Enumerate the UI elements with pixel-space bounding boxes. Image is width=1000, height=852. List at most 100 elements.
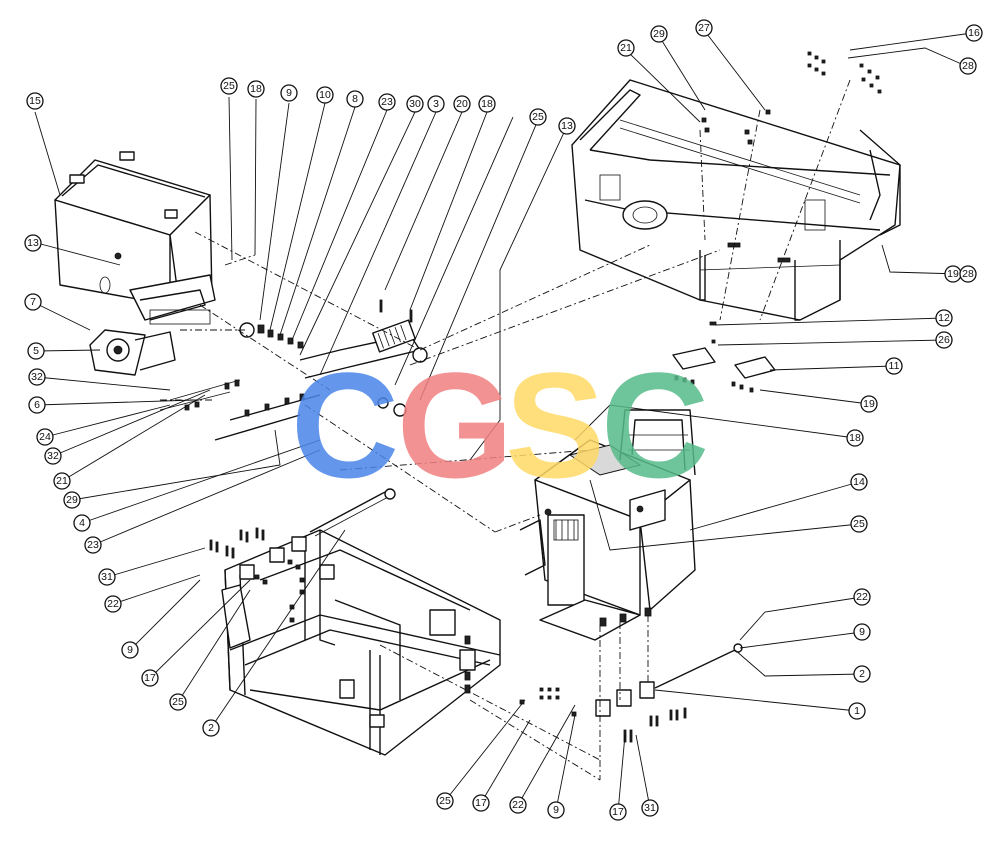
assembly-lines [160, 79, 851, 781]
svg-text:19: 19 [863, 398, 875, 410]
callout: 12 [935, 309, 953, 327]
svg-text:7: 7 [30, 296, 36, 308]
leader-lines [32, 29, 973, 813]
callout: 23 [378, 93, 396, 111]
callout: 9 [547, 801, 565, 819]
callout: 29 [63, 491, 81, 509]
svg-text:9: 9 [286, 87, 292, 99]
hopper-unit [519, 409, 696, 641]
callout: 32 [44, 447, 62, 465]
svg-text:29: 29 [66, 494, 78, 506]
svg-text:13: 13 [561, 120, 573, 132]
callout: 13 [558, 117, 576, 135]
callout: 5 [27, 342, 45, 360]
svg-text:30: 30 [409, 98, 421, 110]
svg-text:17: 17 [144, 672, 156, 684]
callout: 21 [617, 39, 635, 57]
callout: 19 [944, 265, 962, 283]
callout: 22 [853, 588, 871, 606]
callout: 19 [860, 395, 878, 413]
callout: 23 [84, 536, 102, 554]
svg-text:9: 9 [553, 804, 559, 816]
callout: 7 [24, 293, 42, 311]
svg-text:17: 17 [612, 806, 624, 818]
watermark-letter-g: G [397, 341, 514, 509]
svg-text:24: 24 [39, 431, 51, 443]
svg-text:16: 16 [968, 27, 980, 39]
svg-text:4: 4 [79, 517, 85, 529]
callout: 17 [141, 669, 159, 687]
svg-text:9: 9 [859, 626, 865, 638]
svg-text:31: 31 [101, 571, 113, 583]
callout: 3 [427, 95, 445, 113]
svg-text:15: 15 [29, 95, 41, 107]
callout: 4 [73, 514, 91, 532]
hopper-frame-assembly [571, 79, 901, 321]
callout: 25 [169, 693, 187, 711]
svg-text:18: 18 [481, 98, 493, 110]
svg-text:14: 14 [853, 476, 865, 488]
callout: 17 [472, 794, 490, 812]
svg-text:3: 3 [433, 98, 439, 110]
svg-text:22: 22 [856, 591, 868, 603]
callout: 8 [346, 90, 364, 108]
svg-text:13: 13 [27, 237, 39, 249]
callout: 31 [98, 568, 116, 586]
svg-text:25: 25 [223, 80, 235, 92]
base-frame [209, 488, 501, 756]
callout: 26 [935, 331, 953, 349]
svg-text:31: 31 [644, 802, 656, 814]
svg-text:29: 29 [653, 28, 665, 40]
svg-text:10: 10 [319, 89, 331, 101]
callout: 9 [121, 641, 139, 659]
callout: 21 [53, 472, 71, 490]
svg-text:6: 6 [34, 399, 40, 411]
callout: 24 [36, 428, 54, 446]
svg-text:28: 28 [962, 60, 974, 72]
callout: 15 [26, 92, 44, 110]
callout: 30 [406, 95, 424, 113]
watermark-letter-s: S [505, 341, 605, 509]
svg-text:9: 9 [127, 644, 133, 656]
callout: 22 [509, 796, 527, 814]
callout: 1 [848, 702, 866, 720]
svg-text:25: 25 [439, 795, 451, 807]
cover-plates [672, 321, 776, 393]
callout: 14 [850, 473, 868, 491]
svg-text:22: 22 [107, 598, 119, 610]
svg-text:25: 25 [853, 518, 865, 530]
svg-text:8: 8 [352, 93, 358, 105]
callout: 22 [104, 595, 122, 613]
svg-text:28: 28 [962, 268, 974, 280]
fastener-group-top-right [701, 51, 882, 145]
svg-text:1: 1 [854, 705, 860, 717]
svg-text:25: 25 [532, 111, 544, 123]
callout: 18 [478, 95, 496, 113]
callout: 2 [853, 665, 871, 683]
watermark: C G S C [291, 341, 709, 509]
callout: 11 [885, 357, 903, 375]
svg-text:18: 18 [849, 432, 861, 444]
callout: 28 [959, 57, 977, 75]
callout: 16 [965, 24, 983, 42]
svg-text:21: 21 [56, 475, 68, 487]
svg-text:18: 18 [250, 83, 262, 95]
svg-text:2: 2 [859, 668, 865, 680]
svg-text:32: 32 [47, 450, 59, 462]
callout: 9 [280, 84, 298, 102]
svg-text:23: 23 [381, 96, 393, 108]
svg-text:27: 27 [698, 22, 710, 34]
hopper-box-assembly [54, 151, 216, 325]
callout: 25 [220, 77, 238, 95]
callout: 27 [695, 19, 713, 37]
svg-text:26: 26 [938, 334, 950, 346]
callout: 25 [529, 108, 547, 126]
callout: 6 [28, 396, 46, 414]
svg-text:17: 17 [475, 797, 487, 809]
callout: 20 [453, 95, 471, 113]
callout: 18 [247, 80, 265, 98]
callout: 29 [650, 25, 668, 43]
svg-text:32: 32 [31, 371, 43, 383]
watermark-letter-c2: C [601, 341, 709, 509]
